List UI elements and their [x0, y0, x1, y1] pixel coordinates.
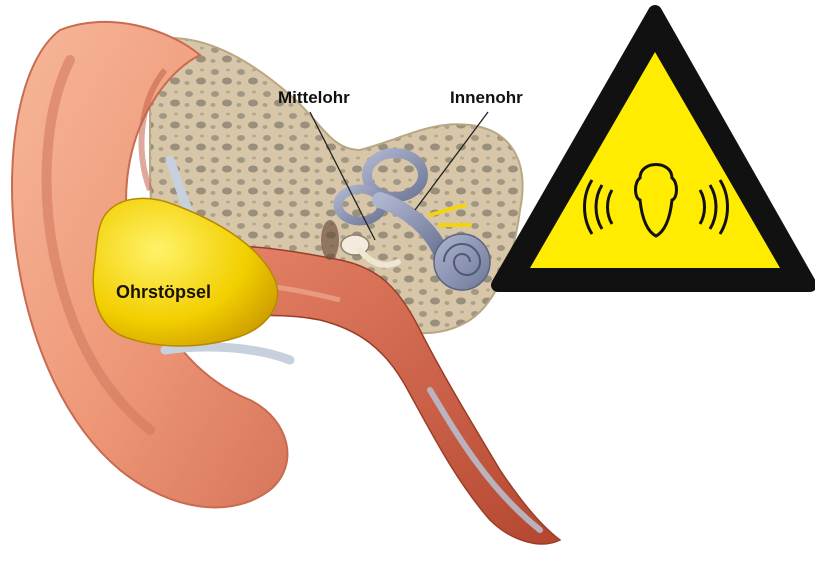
noise-warning-sign [498, 12, 810, 285]
label-inner-ear: Innenohr [450, 88, 523, 108]
label-middle-ear: Mittelohr [278, 88, 350, 108]
label-ear-plug: Ohrstöpsel [116, 282, 211, 303]
